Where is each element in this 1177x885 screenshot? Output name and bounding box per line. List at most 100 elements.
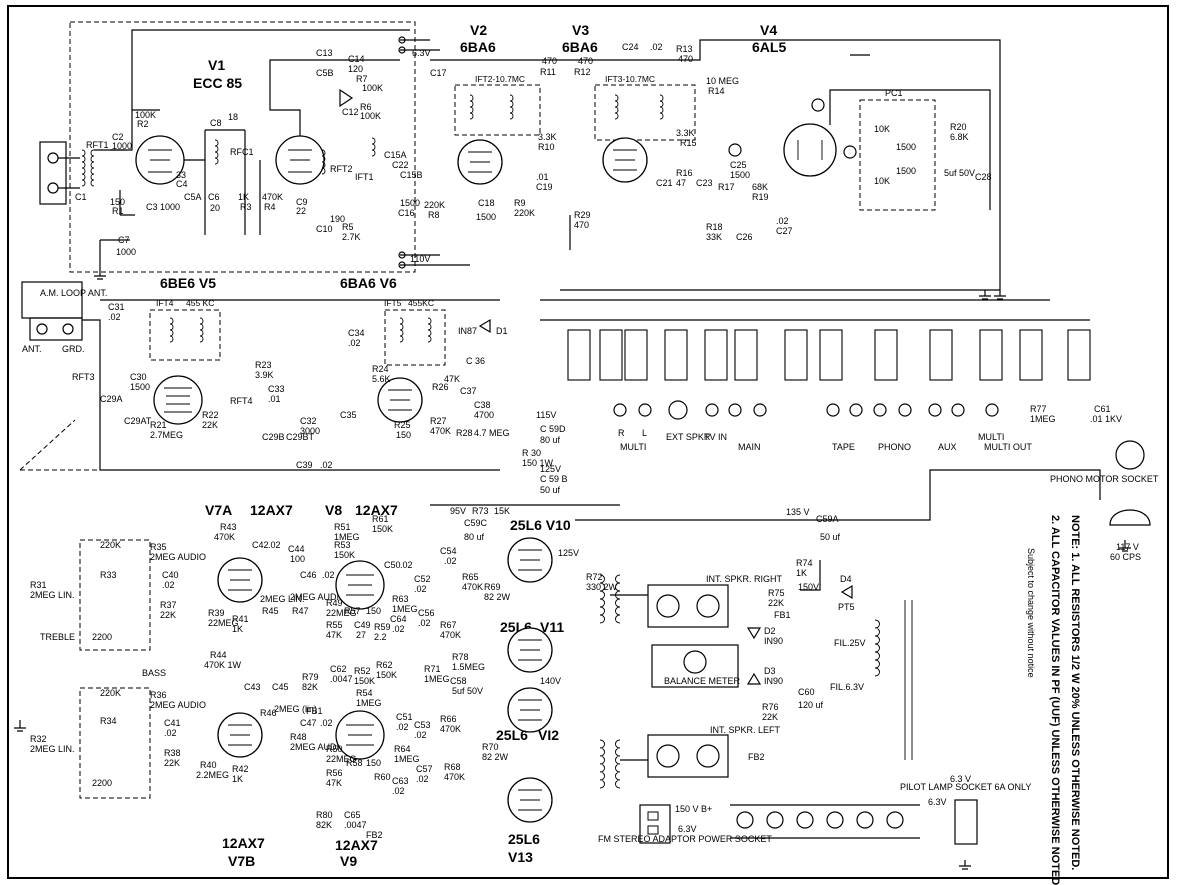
pilot-label: PILOT LAMP SOCKET 6A ONLY bbox=[900, 782, 1031, 792]
int-left-label: INT. SPKR. LEFT bbox=[710, 725, 781, 735]
r65-value: 470K bbox=[462, 582, 483, 592]
c7-label: C7 bbox=[118, 235, 130, 245]
note-2: 2. ALL CAPACITOR VALUES IN PF (UUF) UNLE… bbox=[1049, 515, 1061, 885]
r75-value: 22K bbox=[768, 598, 784, 608]
r78-value: 1.5MEG bbox=[452, 662, 485, 672]
c15b-label: C15B bbox=[400, 170, 423, 180]
r3-value: 1K bbox=[238, 192, 249, 202]
c34-label: C34 bbox=[348, 328, 365, 338]
balance-meter bbox=[683, 650, 707, 674]
c40-value: .02 bbox=[162, 580, 175, 590]
v140-label: 140V bbox=[540, 676, 561, 686]
v13-id: V13 bbox=[508, 849, 533, 865]
jack-multi-out[interactable] bbox=[985, 403, 999, 417]
c49-value: 27 bbox=[356, 630, 366, 640]
d2-value: IN90 bbox=[764, 636, 783, 646]
r67-value: 470K bbox=[440, 630, 461, 640]
r79-value: 82K bbox=[302, 682, 318, 692]
v9-type: 12AX7 bbox=[335, 837, 378, 853]
fm-antenna-terminal bbox=[39, 141, 67, 205]
r77-label: R77 bbox=[1030, 404, 1047, 414]
c58-value: 5uf 50V bbox=[452, 686, 483, 696]
pilot-lamp-socket[interactable] bbox=[954, 799, 978, 845]
r5-label: R5 bbox=[342, 222, 354, 232]
v4-id: V4 bbox=[760, 22, 777, 38]
r15-label: R15 bbox=[680, 138, 697, 148]
jack-main-l[interactable] bbox=[753, 403, 767, 417]
c26-label: C26 bbox=[736, 232, 753, 242]
notes: NOTE: 1. ALL RESISTORS 1/2 W 20% UNLESS … bbox=[1026, 515, 1081, 885]
c52-label: C52 bbox=[414, 574, 431, 584]
jack-tv-in[interactable] bbox=[705, 403, 719, 417]
ground-symbols bbox=[14, 270, 1131, 870]
ext-spkr-label: EXT SPKR bbox=[666, 432, 711, 442]
c2200-top: 2200 bbox=[92, 632, 112, 642]
ift4-value: 455 KC bbox=[186, 298, 214, 308]
jack-aux-r[interactable] bbox=[951, 403, 965, 417]
c54-value: .02 bbox=[444, 556, 457, 566]
c47-value: .02 bbox=[320, 718, 333, 728]
fb2-label: FB2 bbox=[748, 752, 765, 762]
r33-label: R33 bbox=[100, 570, 117, 580]
c8-label: C8 bbox=[210, 118, 222, 128]
r19-value: 68K bbox=[752, 182, 768, 192]
fm-stereo-socket[interactable] bbox=[639, 804, 671, 844]
pilot-lamp-1 bbox=[736, 811, 754, 829]
socket-v63-label: 6.3V bbox=[678, 824, 697, 834]
c12-label: C12 bbox=[342, 107, 359, 117]
r64-value: 1MEG bbox=[394, 754, 420, 764]
pc1-r10k-a: 10K bbox=[874, 124, 890, 134]
jack-aux-l[interactable] bbox=[928, 403, 942, 417]
r46-label: R46 bbox=[260, 708, 277, 718]
tone-network-bottom bbox=[79, 687, 151, 799]
r69-value: 82 2W bbox=[484, 592, 511, 602]
r30-value: 150 1W bbox=[522, 458, 554, 468]
r50-label: R50 bbox=[326, 744, 343, 754]
r35-label: R35 bbox=[150, 542, 167, 552]
fm-tuner-shield bbox=[69, 21, 416, 273]
jack-main-r[interactable] bbox=[728, 403, 742, 417]
c19-label: C19 bbox=[536, 182, 553, 192]
jack-ext-spkr[interactable] bbox=[668, 400, 688, 420]
v1-type: ECC 85 bbox=[193, 75, 242, 91]
c35-label: C35 bbox=[340, 410, 357, 420]
fm-stereo-label: FM STEREO ADAPTOR POWER SOCKET bbox=[598, 834, 772, 844]
jack-tape-l[interactable] bbox=[826, 403, 840, 417]
c25-value: 1500 bbox=[730, 170, 750, 180]
pc1-c1500-b: 1500 bbox=[896, 166, 916, 176]
ift1-label: IFT1 bbox=[355, 172, 374, 182]
c30-label: C30 bbox=[130, 372, 147, 382]
ift2-can bbox=[454, 84, 541, 136]
v10-id: 25L6 V10 bbox=[510, 517, 571, 533]
r52-label: R52 bbox=[354, 666, 371, 676]
phono-motor-socket[interactable] bbox=[1115, 440, 1145, 470]
c59a-label: C59A bbox=[816, 514, 839, 524]
c42-label: C42 bbox=[252, 540, 269, 550]
r26-value: 47K bbox=[444, 374, 460, 384]
jack-multi-r[interactable] bbox=[613, 403, 627, 417]
pilot-lamp-3 bbox=[796, 811, 814, 829]
d1-label: D1 bbox=[496, 326, 508, 336]
v12-type: 25L6 bbox=[496, 727, 528, 743]
c63-label: C63 bbox=[392, 776, 409, 786]
r73-label: R73 bbox=[472, 506, 489, 516]
c3-label: C3 bbox=[146, 202, 158, 212]
jack-phono-l[interactable] bbox=[873, 403, 887, 417]
r72-label: R72 bbox=[586, 572, 603, 582]
jack-phono-r[interactable] bbox=[898, 403, 912, 417]
r57-value: 150 bbox=[366, 606, 381, 616]
r22-value: 22K bbox=[202, 420, 218, 430]
r67-label: R67 bbox=[440, 620, 457, 630]
v8-id: V8 bbox=[325, 502, 342, 518]
r44-value: 470K 1W bbox=[204, 660, 242, 670]
jack-multi-l[interactable] bbox=[638, 403, 652, 417]
ift4-can bbox=[149, 309, 221, 361]
r63-label: R63 bbox=[392, 594, 409, 604]
r71-value: 1MEG bbox=[424, 674, 450, 684]
c32-label: C32 bbox=[300, 416, 317, 426]
c38-value: 4700 bbox=[474, 410, 494, 420]
c10-label: C10 bbox=[316, 224, 333, 234]
c14-label: C14 bbox=[348, 54, 365, 64]
v125-output: 125V bbox=[558, 548, 579, 558]
jack-tape-r[interactable] bbox=[849, 403, 863, 417]
